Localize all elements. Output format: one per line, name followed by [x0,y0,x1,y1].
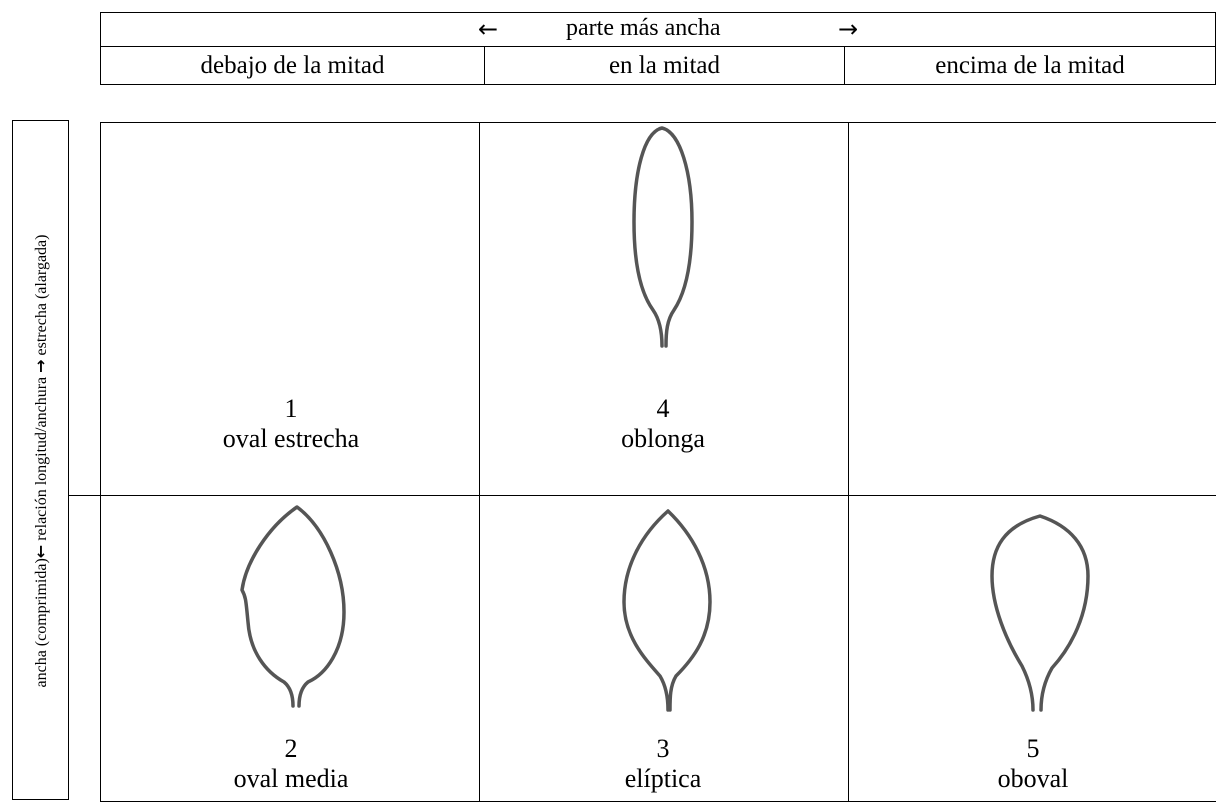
grid-line [100,801,1216,802]
elliptic-leaf-icon [622,509,712,712]
column-header-above-middle: encima de la mitad [844,46,1215,85]
ratio-left-arrow-icon: ← [31,544,50,559]
shape-number: 4 [656,394,670,423]
cell-oval-estrecha: 1 oval estrecha [106,394,476,454]
ratio-axis-label: ancha (comprimida)← relación longitud/an… [31,235,51,688]
cell-eliptica: 3 elíptica [478,734,848,794]
cell-oboval: 5 oboval [848,734,1218,794]
shape-name: oval media [233,764,349,793]
shape-number: 3 [656,734,670,763]
shape-number: 2 [284,734,298,763]
widest-part-label: parte más ancha [566,15,721,41]
leaf-shape-grid: 1 oval estrecha 4 oblonga 2 oval media 3… [68,122,1218,802]
ratio-axis-narrow-label: estrecha (alargada) [33,234,50,360]
column-header-below-middle: debajo de la mitad [200,51,385,79]
shape-number: 1 [284,394,298,423]
shape-number: 5 [1026,734,1040,763]
right-arrow-icon: → [838,15,859,43]
ratio-axis-wide-label: ancha (comprimida) [33,558,50,688]
column-header-in-middle: en la mitad [484,46,844,85]
oblong-leaf-icon [632,126,694,348]
ratio-right-arrow-icon: → [31,359,50,373]
cell-oblonga: 4 oblonga [478,394,848,454]
ratio-axis-label-box: ancha (comprimida)← relación longitud/an… [12,120,69,800]
grid-line [848,122,849,802]
grid-line [100,122,1216,123]
obovate-leaf-icon [990,514,1090,712]
header-table: ← parte más ancha → debajo de la mitad e… [100,12,1216,85]
position-row: debajo de la mitad en la mitad encima de… [101,46,1215,85]
shape-name: oboval [997,764,1069,793]
grid-line [68,495,1216,496]
medium-oval-leaf-icon [240,505,346,708]
shape-name: oval estrecha [222,424,360,453]
left-arrow-icon: ← [478,15,499,43]
widest-part-row: ← parte más ancha → [101,13,1215,47]
shape-name: oblonga [621,424,705,453]
grid-line [100,122,101,802]
grid-line [479,122,480,802]
cell-oval-media: 2 oval media [106,734,476,794]
shape-name: elíptica [624,764,702,793]
ratio-axis-title: relación longitud/anchura [33,372,50,545]
